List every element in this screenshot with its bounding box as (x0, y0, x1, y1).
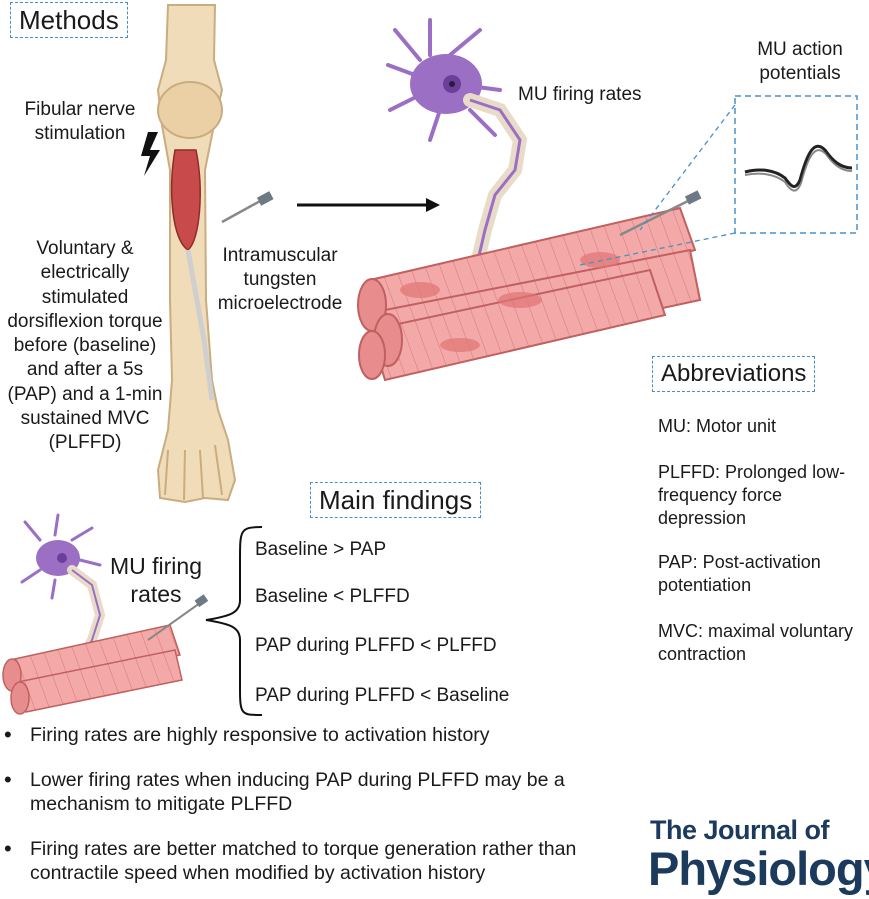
findings-firing-rates-label: MU firing rates (109, 553, 202, 607)
muscle-fibers-top (357, 206, 702, 382)
leg-illustration (156, 4, 237, 504)
firing-rates-label: MU firing rates (518, 84, 642, 105)
journal-logo-line1: The Journal of (650, 815, 830, 845)
conclusion-item: Lower firing rates when inducing PAP dur… (0, 768, 640, 816)
journal-logo-line2: Physiology (648, 842, 869, 895)
stimulation-label: Fibular nerve stimulation (24, 99, 136, 144)
conclusion-item: Firing rates are highly responsive to ac… (0, 723, 640, 747)
neuron-illustration-top (386, 18, 528, 307)
lightning-icon (141, 132, 160, 176)
conclusion-item: Firing rates are better matched to torqu… (0, 837, 640, 885)
methods-heading: Methods (10, 2, 128, 38)
abbreviation-item: MU: Motor unit (658, 416, 777, 436)
abbreviation-item: PAP: Post-activation potentiation (658, 552, 821, 595)
needle-icon (221, 198, 263, 224)
abbreviations-heading: Abbreviations (652, 356, 816, 392)
muscle-fibers-bottom (2, 624, 183, 715)
action-potentials-label: MU action potentials (757, 39, 843, 84)
abbreviation-item: PLFFD: Prolonged low-frequency force dep… (658, 462, 846, 528)
main-findings-heading: Main findings (310, 482, 482, 518)
protocol-description: Voluntary & electrically stimulated dors… (7, 238, 163, 454)
finding-item: Baseline > PAP (255, 539, 387, 560)
finding-item: Baseline < PLFFD (255, 586, 410, 607)
neuron-illustration-bottom (20, 513, 106, 667)
electrode-label: Intramuscular tungsten microelectrode (217, 245, 343, 314)
abbreviation-item: MVC: maximal voluntary contraction (658, 621, 854, 664)
finding-item: PAP during PLFFD < Baseline (255, 685, 510, 706)
conclusions-list: Firing rates are highly responsive to ac… (0, 723, 640, 885)
action-potential-trace (744, 144, 853, 188)
findings-bracket (205, 526, 263, 716)
finding-item: PAP during PLFFD < PLFFD (255, 635, 497, 656)
